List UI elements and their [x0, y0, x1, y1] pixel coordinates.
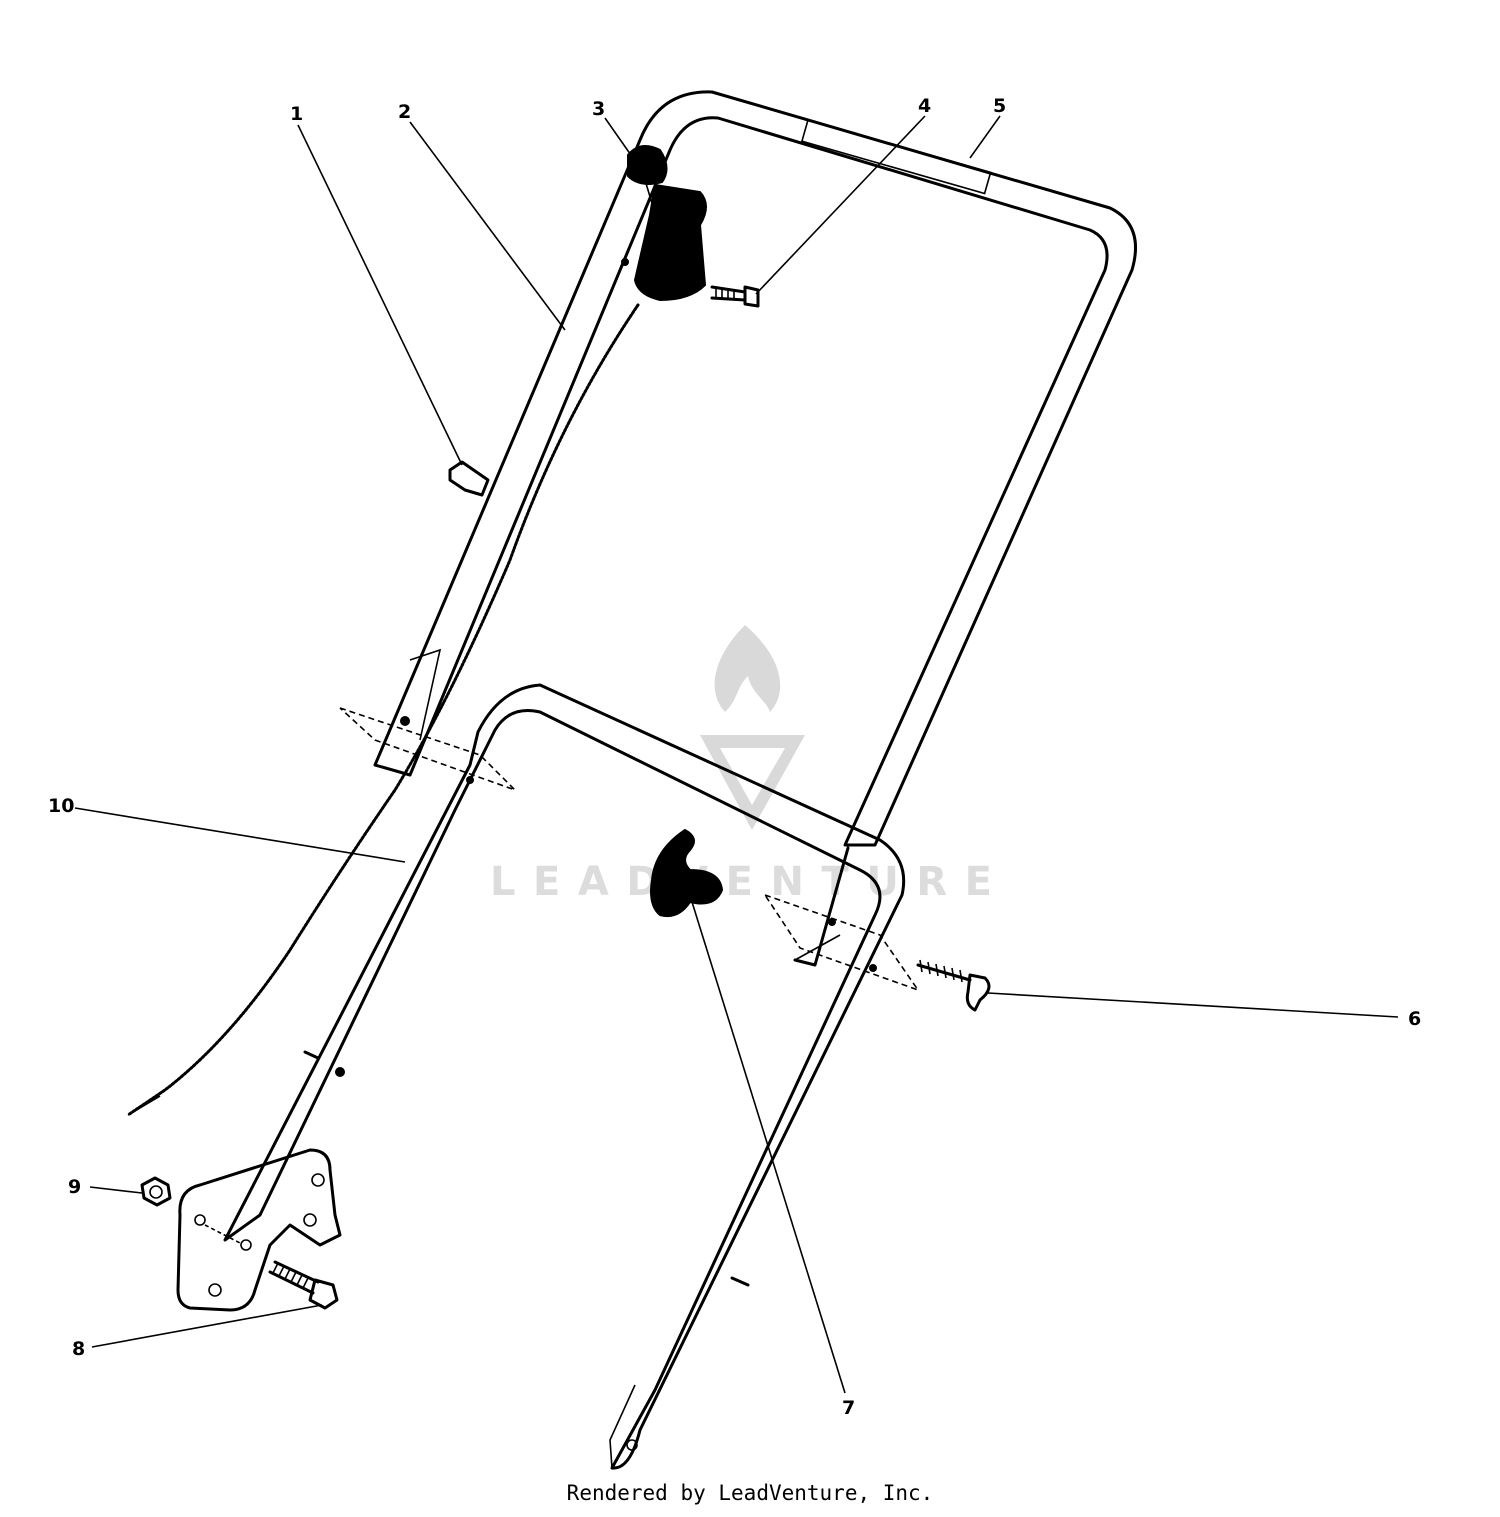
alignment-planes [339, 707, 921, 992]
wing-screw [916, 959, 991, 1012]
callout-10: 10 [48, 795, 74, 817]
callout-1: 1 [290, 103, 303, 125]
callout-4: 4 [918, 95, 931, 117]
leader-7 [691, 901, 846, 1394]
callout-2: 2 [398, 101, 411, 123]
leader-lines [74, 115, 1399, 1394]
mounting-bracket [176, 1148, 342, 1312]
watermark: LEADVENTURE [490, 625, 1010, 905]
hex-nut-9 [140, 1176, 172, 1207]
callout-6: 6 [1408, 1008, 1421, 1030]
control-lever [621, 145, 707, 302]
callout-labels: 1 2 3 4 5 6 7 8 9 10 [48, 95, 1421, 1419]
control-cable [126, 303, 640, 1117]
watermark-text: LEADVENTURE [490, 859, 1010, 905]
callout-3: 3 [592, 98, 605, 120]
leader-4 [755, 115, 926, 295]
callout-5: 5 [993, 95, 1006, 117]
upper-handle [373, 90, 1137, 847]
leader-10 [74, 807, 406, 863]
callout-9: 9 [68, 1176, 81, 1198]
leader-3 [604, 117, 634, 159]
leader-6 [987, 992, 1399, 1018]
lower-handle [223, 683, 906, 1470]
leadventure-flame-logo [700, 625, 805, 830]
leader-5 [969, 115, 1001, 159]
leader-8 [91, 1304, 323, 1348]
leader-9 [89, 1186, 143, 1194]
rendered-by-footer: Rendered by LeadVenture, Inc. [566, 1481, 934, 1505]
hex-bolt-4 [710, 285, 760, 308]
leader-1 [297, 124, 463, 466]
handle-knob [650, 828, 724, 918]
callout-8: 8 [72, 1338, 85, 1360]
callout-7: 7 [842, 1397, 855, 1419]
cable-clip [448, 460, 490, 497]
leader-2 [409, 121, 566, 331]
shoulder-bolt-8 [268, 1260, 339, 1310]
